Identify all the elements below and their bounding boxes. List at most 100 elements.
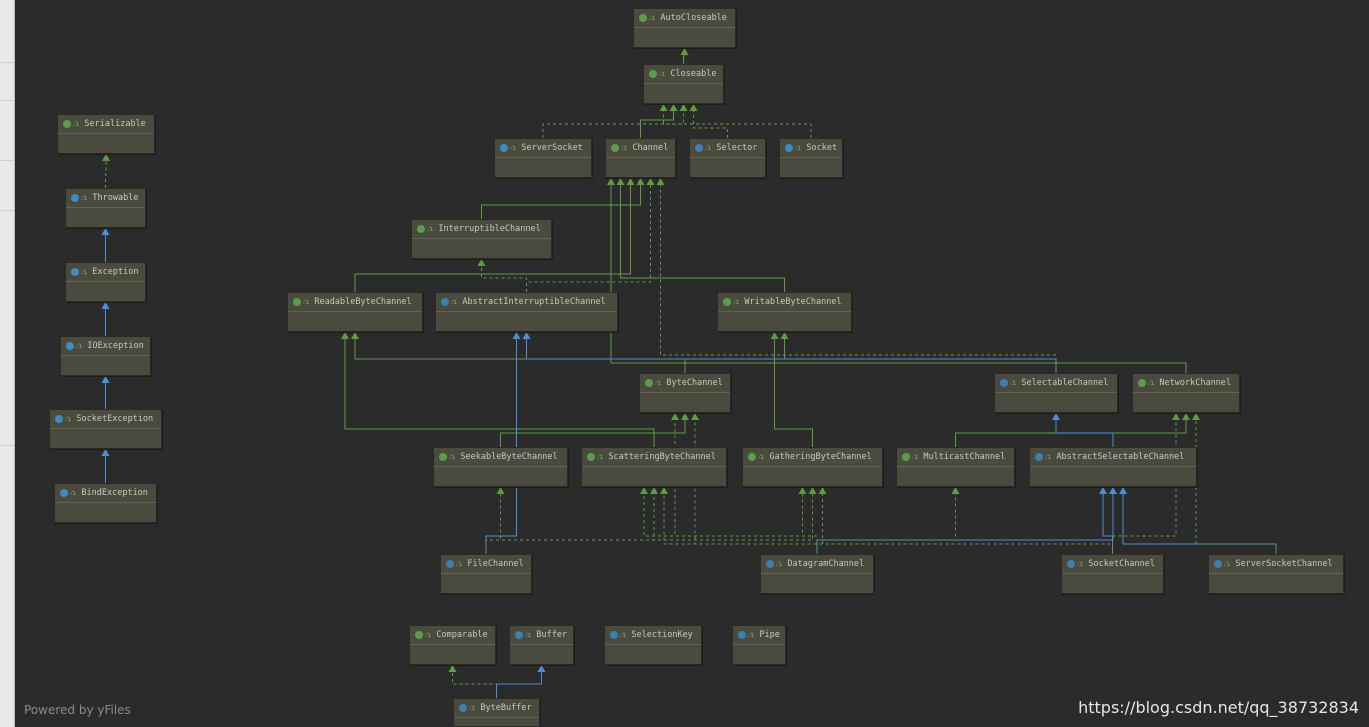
arrowhead-icon [537,665,546,672]
visibility-icon: ⁄ı [426,631,432,639]
node-header: ⁄ı WritableByteChannel [718,293,851,312]
arrowhead-icon [1192,413,1200,420]
node-header: ⁄ı GatheringByteChannel [743,448,882,467]
node-label: SocketException [76,414,154,424]
arrowhead-icon [951,487,960,494]
arrowhead-icon [671,413,679,420]
node-label: ServerSocketChannel [1235,559,1333,569]
arrowhead-icon [691,413,699,420]
visibility-icon: ⁄ı [452,298,458,306]
class-node-writablebytechannel[interactable]: ⁄ı WritableByteChannel [717,292,852,332]
node-label: ScatteringByteChannel [608,452,716,462]
type-badge-icon [439,453,447,461]
node-label: SeekableByteChannel [460,452,558,462]
arrowhead-icon [770,332,779,339]
arrowhead-icon [680,48,689,55]
arrowhead-icon [101,302,110,309]
node-label: GatheringByteChannel [769,452,872,462]
arrowhead-icon [1052,413,1060,420]
type-badge-icon [441,298,449,306]
visibility-icon: ⁄ı [734,298,740,306]
node-label: Pipe [759,630,780,640]
type-badge-icon [695,144,703,152]
visibility-icon: ⁄ı [656,379,662,387]
edge-selectablechannel-to-abstractinterruptiblechannel [526,338,1057,373]
strip-divider [0,445,14,446]
visibility-icon: ⁄ı [749,631,755,639]
type-badge-icon [60,489,68,497]
class-node-serversocketchannel[interactable]: ⁄ı ServerSocketChannel [1208,554,1344,594]
node-label: Exception [92,267,139,277]
visibility-icon: ⁄ı [913,453,919,461]
type-badge-icon [748,453,756,461]
strip-divider [0,160,14,161]
node-label: WritableByteChannel [744,297,842,307]
type-badge-icon [649,70,657,78]
class-node-pipe[interactable]: ⁄ı Pipe [732,625,786,665]
arrowhead-icon [616,178,625,185]
arrowhead-icon [646,178,655,185]
visibility-icon: ⁄ı [82,194,88,202]
node-label: AbstractSelectableChannel [1056,452,1185,462]
arrowhead-icon [101,228,110,235]
node-label: IOException [87,341,144,351]
type-badge-icon [587,453,595,461]
node-label: BindException [81,488,148,498]
type-badge-icon [766,560,774,568]
node-label: Closeable [670,69,717,79]
arrowhead-icon [341,332,349,339]
visibility-icon: ⁄ı [759,453,765,461]
type-badge-icon [902,453,910,461]
visibility-icon: ⁄ı [1078,560,1084,568]
arrowhead-icon [679,104,688,111]
visibility-icon: ⁄ı [1011,379,1017,387]
class-node-gatheringbytechannel[interactable]: ⁄ı GatheringByteChannel [742,447,883,487]
node-header: ⁄ı ServerSocketChannel [1209,555,1343,574]
arrowhead-icon [1099,487,1107,494]
type-badge-icon [63,120,71,128]
visibility-icon: ⁄ı [1225,560,1231,568]
type-badge-icon [71,268,79,276]
node-label: ReadableByteChannel [314,297,412,307]
